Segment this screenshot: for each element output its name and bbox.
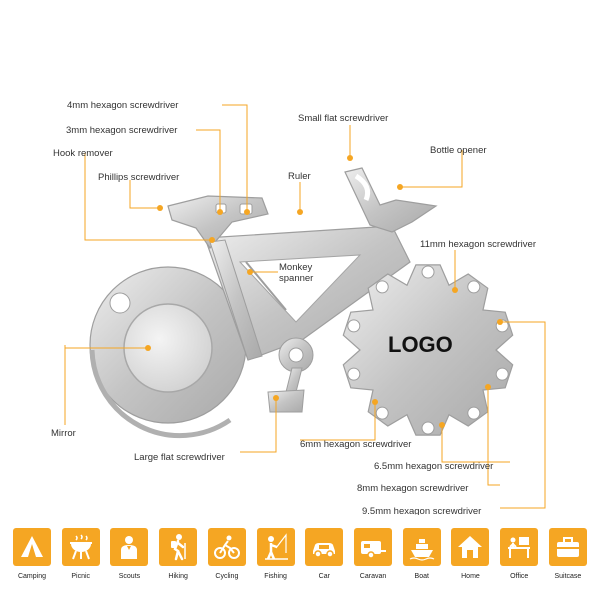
hiker-icon	[159, 528, 198, 566]
suitcase-icon-svg	[556, 537, 579, 557]
callout-6-5mm-hex: 6.5mm hexagon screwdriver	[374, 461, 493, 472]
use-case-car: Car	[302, 528, 346, 590]
use-case-cycling: Cycling	[205, 528, 249, 590]
callout-phillips: Phillips screwdriver	[98, 172, 179, 183]
use-case-hiking: Hiking	[156, 528, 200, 590]
use-case-home: Home	[448, 528, 492, 590]
callout-9-5mm-hex: 9.5mm hexagon screwdriver	[362, 506, 481, 515]
callout-ruler: Ruler	[288, 171, 311, 182]
callout-monkey-spanner: Monkey spanner	[279, 262, 315, 284]
use-case-boat: Boat	[400, 528, 444, 590]
scout-icon-svg	[121, 536, 138, 559]
use-case-label: Scouts	[118, 573, 141, 580]
scout-icon	[110, 528, 149, 566]
use-case-label: Office	[510, 573, 529, 580]
callout-3mm-hex: 3mm hexagon screwdriver	[66, 125, 177, 136]
caravan-icon-svg	[361, 541, 387, 559]
office-desk-icon	[500, 528, 539, 566]
car-icon-svg	[313, 543, 336, 558]
home-icon-svg	[458, 536, 483, 558]
callout-small-flat: Small flat screwdriver	[298, 113, 388, 124]
use-case-label: Fishing	[264, 573, 287, 580]
callout-lines	[64, 104, 546, 509]
boat-icon-svg	[409, 539, 435, 561]
tent-icon	[13, 528, 51, 566]
use-case-label: Car	[318, 573, 330, 580]
hex-slot	[495, 367, 509, 381]
hex-slot	[467, 406, 481, 420]
caravan-icon	[354, 528, 393, 566]
use-case-label: Home	[461, 573, 480, 580]
use-case-office: Office	[497, 528, 541, 590]
callout-labels: 4mm hexagon screwdriver 3mm hexagon scre…	[51, 100, 536, 515]
fisherman-icon	[256, 528, 295, 566]
car-icon	[305, 528, 344, 566]
use-case-fishing: Fishing	[254, 528, 298, 590]
use-case-suitcase: Suitcase	[546, 528, 590, 590]
callout-6mm-hex: 6mm hexagon screwdriver	[300, 439, 411, 450]
tent-icon-svg	[21, 536, 43, 557]
hex-slot	[421, 265, 435, 279]
use-case-scouts: Scouts	[107, 528, 151, 590]
boat-icon	[402, 528, 441, 566]
use-case-caravan: Caravan	[351, 528, 395, 590]
callout-large-flat: Large flat screwdriver	[134, 452, 225, 463]
use-case-label: Suitcase	[554, 573, 582, 580]
front-gear-wheel	[342, 264, 514, 436]
cyclist-icon	[207, 528, 246, 566]
hiker-icon-svg	[171, 534, 186, 561]
use-case-camping: Camping	[10, 528, 54, 590]
use-case-strip: Camping Picnic Scouts Hiking Cycling Fis…	[10, 528, 590, 590]
grill-icon	[61, 528, 100, 566]
cyclist-icon-svg	[213, 535, 240, 559]
grill-icon-svg	[69, 534, 92, 560]
use-case-picnic: Picnic	[59, 528, 103, 590]
callout-8mm-hex: 8mm hexagon screwdriver	[357, 483, 468, 494]
use-case-label: Camping	[17, 573, 46, 580]
hex-slot	[375, 406, 389, 420]
office-desk-icon-svg	[508, 537, 531, 558]
callout-hook-remover: Hook remover	[53, 148, 113, 159]
use-case-label: Cycling	[215, 573, 239, 580]
use-case-label: Picnic	[71, 573, 91, 580]
hex-slot	[347, 367, 361, 381]
home-icon	[451, 528, 490, 566]
fisherman-icon-svg	[264, 533, 288, 560]
hex-slot	[467, 280, 481, 294]
hex-slot	[375, 280, 389, 294]
hex-slot	[347, 319, 361, 333]
callout-11mm-hex: 11mm hexagon screwdriver	[420, 239, 536, 250]
callout-bottle-opener: Bottle opener	[430, 145, 487, 156]
use-case-label: Caravan	[359, 573, 387, 580]
callout-4mm-hex: 4mm hexagon screwdriver	[67, 100, 178, 111]
bicycle-multitool-diagram: LOGO 4mm hexagon scre	[51, 100, 546, 515]
use-case-label: Hiking	[168, 573, 188, 580]
suitcase-icon	[548, 528, 587, 566]
callout-mirror: Mirror	[51, 428, 76, 439]
use-case-label: Boat	[414, 573, 429, 580]
hex-slot	[421, 421, 435, 435]
logo-text: LOGO	[388, 332, 453, 357]
